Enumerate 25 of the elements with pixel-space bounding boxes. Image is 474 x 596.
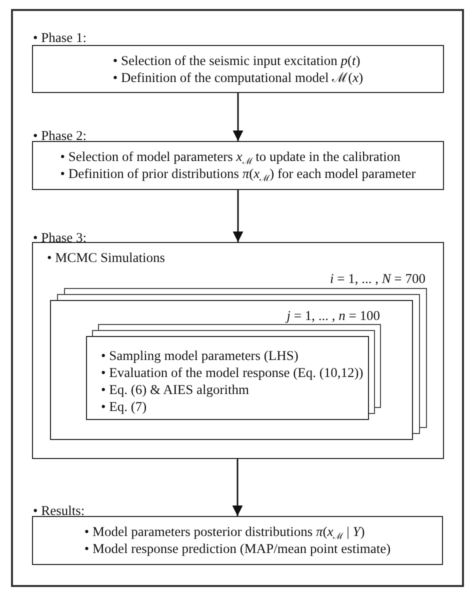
bullet-item: • Definition of prior distributions π(x$_{ℳ}$) for each model parameter (60, 165, 416, 182)
bullet-item: • Selection of the seismic input excitation p(t) (112, 52, 360, 68)
bullet-item: • Eq. (7) (101, 398, 148, 415)
arrow (232, 459, 243, 516)
bullet-item: • Evaluation of the model response (Eq. (10,12)) (101, 364, 364, 381)
loop-range-label: i = 1, ... , N = 700 (330, 270, 426, 286)
bullet-item: • Definition of the computational model ℳ(x) (112, 68, 364, 86)
process-box (32, 516, 443, 565)
phase-heading: • Phase 3: (33, 229, 86, 246)
bullet-item: • Selection of model parameters x$_{ℳ}$ to update in the calibration (60, 148, 400, 165)
bullet-item: • Model response prediction (MAP/mean point estimate) (84, 540, 391, 557)
process-box (32, 141, 444, 190)
phase-heading: • Phase 1: (33, 29, 86, 46)
bullet-item: • Eq. (6) & AIES algorithm (101, 381, 250, 398)
frame-box (11, 9, 464, 587)
arrow (232, 93, 244, 141)
bullet-item: • Model parameters posterior distributions π(x$_{ℳ}$ | Y) (84, 523, 365, 540)
loop-range-label: j = 1, ... , n = 100 (286, 307, 380, 324)
section-heading: • MCMC Simulations (47, 249, 165, 266)
arrow (232, 190, 244, 242)
process-box (32, 45, 444, 93)
bullet-item: • Sampling model parameters (LHS) (101, 347, 300, 364)
section-box (32, 242, 444, 459)
phase-heading: • Phase 2: (33, 127, 86, 144)
phase-heading: • Results: (33, 502, 85, 519)
